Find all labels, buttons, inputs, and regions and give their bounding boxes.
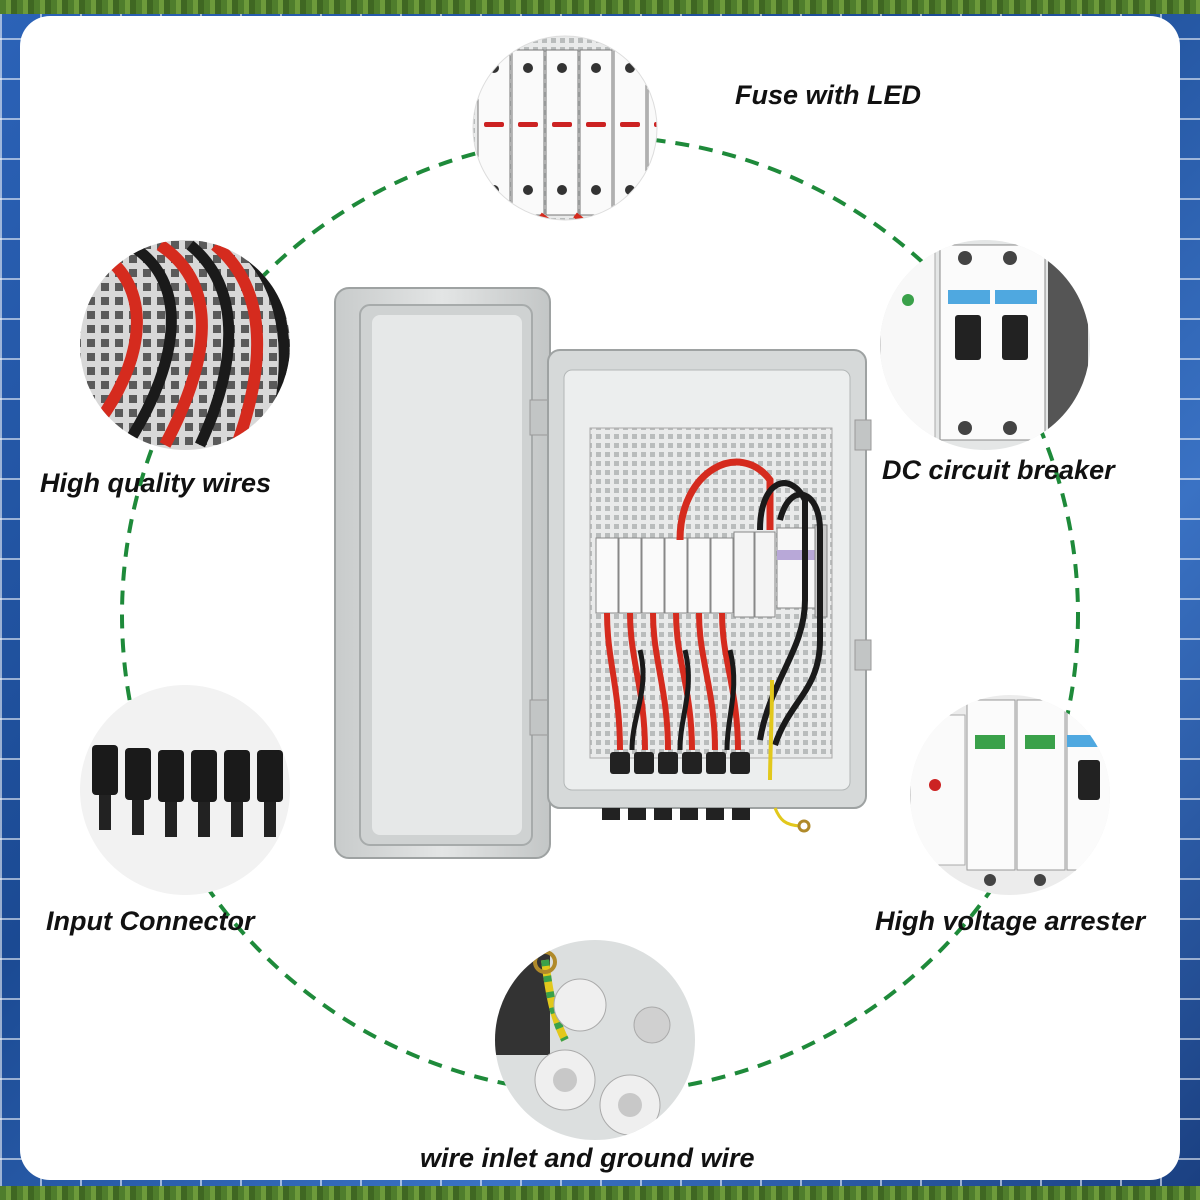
connector-closeup — [80, 685, 290, 895]
fuse-closeup — [473, 36, 657, 220]
junction-box — [334, 287, 872, 859]
breaker-closeup — [880, 240, 1090, 450]
label-fuse: Fuse with LED — [735, 80, 922, 110]
fuse-row — [595, 524, 828, 618]
arrester-closeup — [910, 695, 1110, 895]
label-arrester: High voltage arrester — [875, 906, 1146, 936]
label-wires: High quality wires — [40, 468, 272, 498]
cable-glands — [602, 752, 750, 820]
grass-strip-top — [0, 0, 1200, 14]
inlet-closeup — [495, 940, 695, 1140]
wires-closeup — [80, 240, 290, 450]
label-connector: Input Connector — [46, 906, 255, 936]
label-breaker: DC circuit breaker — [882, 455, 1115, 485]
grass-strip-bottom — [0, 1186, 1200, 1200]
label-inlet: wire inlet and ground wire — [420, 1143, 755, 1173]
